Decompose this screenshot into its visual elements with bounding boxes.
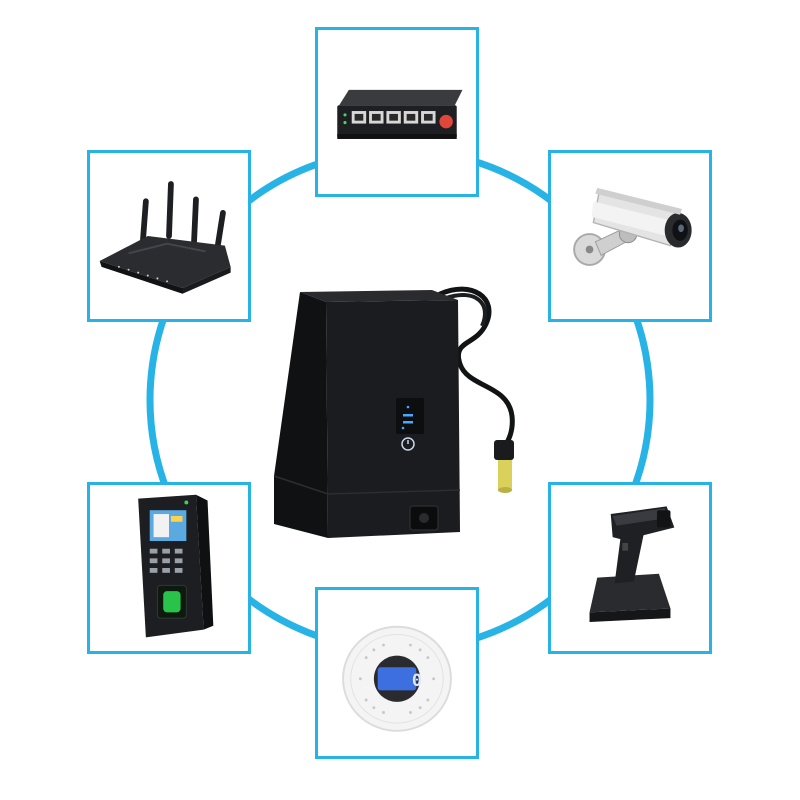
- mini-ups-power-bank-icon: [273, 286, 515, 538]
- wifi-router-card: [87, 150, 251, 322]
- power-button-icon: [401, 437, 415, 451]
- wifi-router-icon: [99, 181, 231, 294]
- fingerprint-terminal-icon: [138, 494, 214, 638]
- network-switch-card: [315, 27, 479, 197]
- cctv-camera-card: [548, 150, 712, 322]
- dc-plug-tip: [498, 460, 512, 490]
- smoke-alarm-icon: [342, 625, 452, 732]
- barcode-scanner-icon: [589, 506, 675, 622]
- barcode-scanner-card: [548, 482, 712, 654]
- smoke-alarm-card: 0: [315, 587, 479, 759]
- dc-plug-body: [494, 440, 514, 460]
- fingerprint-terminal-card: [87, 482, 251, 654]
- cctv-camera-icon: [573, 187, 692, 266]
- network-switch-icon: [337, 89, 463, 139]
- alarm-display-reading: 0: [411, 671, 423, 691]
